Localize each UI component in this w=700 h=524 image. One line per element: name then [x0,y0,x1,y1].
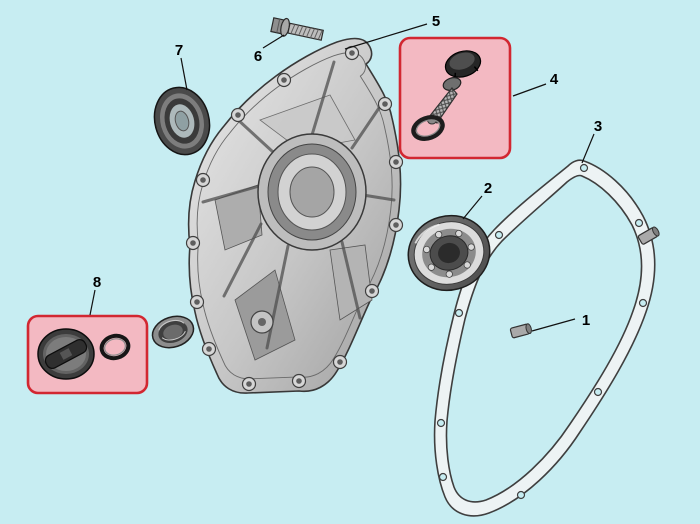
part-label-1[interactable]: 1 [531,312,590,332]
part-label-7[interactable]: 7 [175,42,188,91]
svg-text:3[interactable]: 3 [594,118,602,135]
cover-filler-neck [151,315,195,349]
dowel-pin-top [637,226,660,245]
part-labels: 1 2 3 4 5 6 7 8 [89,13,602,332]
ball-bearing [407,214,491,292]
dipstick-o-ring [411,115,445,141]
cover-center-bore [257,133,367,251]
flange-bolt [270,17,324,41]
cover-bolt-bosses [185,45,404,392]
part-label-3[interactable]: 3 [581,118,602,164]
highlight-box-part-4[interactable] [398,36,512,160]
oil-filler-cap [37,328,95,380]
crankcase-cover [151,37,404,394]
svg-text:6[interactable]: 6 [254,48,262,65]
part-label-5[interactable]: 5 [344,13,440,50]
gasket-bolt-holes [436,163,648,500]
cover-rib-lines [201,60,396,350]
svg-text:7[interactable]: 7 [175,42,183,59]
dowel-pin-bottom [509,323,532,339]
part-label-2[interactable]: 2 [462,180,492,220]
svg-text:4[interactable]: 4 [550,71,559,88]
part-4-highlight-rect[interactable] [398,36,512,160]
part-label-4[interactable]: 4 [512,71,559,97]
oil-seal [153,86,211,156]
svg-text:5[interactable]: 5 [432,13,440,30]
svg-text:2[interactable]: 2 [484,180,492,197]
dipstick-cap [444,50,482,79]
cap-seal-ring [99,333,131,361]
highlight-box-part-8[interactable] [26,314,149,395]
part-label-6[interactable]: 6 [254,34,285,65]
cover-lower-boss [250,310,274,334]
part-label-8[interactable]: 8 [89,274,101,316]
svg-text:1[interactable]: 1 [582,312,590,329]
svg-text:8[interactable]: 8 [93,274,101,291]
